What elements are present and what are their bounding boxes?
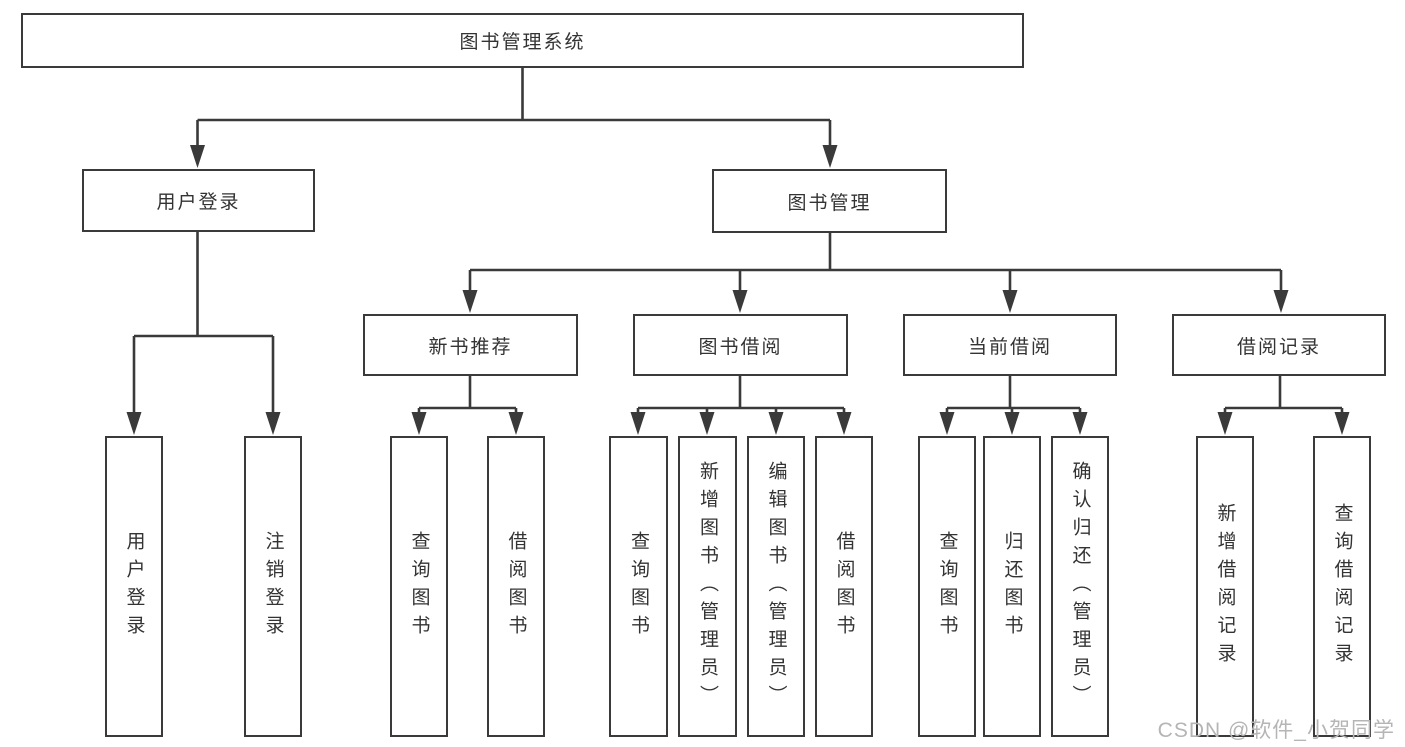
node-leaf-user-login: 用户登录 [105, 436, 163, 737]
node-user-login: 用户登录 [82, 169, 315, 232]
node-leaf-query-book-current: 查询图书 [918, 436, 976, 737]
node-label: 注销登录 [262, 530, 284, 643]
node-leaf-add-borrow-record: 新增借阅记录 [1196, 436, 1254, 737]
node-current-borrow: 当前借阅 [903, 314, 1117, 376]
node-label: 确认归还（管理员） [1069, 460, 1091, 713]
connector-book-management-to-level3 [462, 233, 1289, 313]
node-label: 编辑图书（管理员） [765, 460, 787, 713]
csdn-watermark: CSDN @软件_小贺同学 [1157, 719, 1395, 742]
node-label: 查询图书 [408, 530, 430, 643]
node-label: 新增图书（管理员） [697, 460, 718, 713]
node-leaf-confirm-return-admin: 确认归还（管理员） [1051, 436, 1109, 737]
node-label: 用户登录 [123, 530, 145, 643]
connector-root-to-level2 [190, 68, 838, 168]
node-label: 归还图书 [1001, 530, 1023, 643]
node-leaf-query-book-recommend: 查询图书 [390, 436, 448, 737]
node-leaf-return-book: 归还图书 [983, 436, 1041, 737]
node-label: 新书推荐 [428, 336, 513, 358]
node-label: 查询图书 [936, 530, 958, 643]
node-label: 当前借阅 [967, 336, 1052, 358]
node-label: 新增借阅记录 [1214, 502, 1236, 671]
node-leaf-borrow-book-recommend: 借阅图书 [487, 436, 545, 737]
node-leaf-query-borrow-record: 查询借阅记录 [1313, 436, 1371, 737]
node-book-management: 图书管理 [712, 169, 947, 233]
node-label: 借阅图书 [505, 530, 527, 643]
node-new-book-recommend: 新书推荐 [363, 314, 578, 376]
connector-current-borrow-to-leaves [939, 376, 1088, 435]
connector-user-login-to-leaves [126, 232, 281, 435]
connector-borrow-record-to-leaves [1217, 376, 1350, 435]
connector-new-book-recommend-to-leaves [411, 376, 524, 435]
node-label: 借阅图书 [833, 530, 855, 643]
node-label: 图书管理 [787, 192, 872, 214]
node-leaf-logout: 注销登录 [244, 436, 302, 737]
node-label: 图书借阅 [698, 336, 783, 358]
node-leaf-add-book-admin: 新增图书（管理员） [678, 436, 737, 737]
node-root-system: 图书管理系统 [21, 13, 1024, 68]
connector-book-borrow-to-leaves [630, 376, 852, 435]
node-label: 查询图书 [628, 530, 649, 643]
node-leaf-edit-book-admin: 编辑图书（管理员） [747, 436, 805, 737]
node-book-borrow: 图书借阅 [633, 314, 848, 376]
node-label: 用户登录 [156, 192, 241, 213]
node-borrow-record: 借阅记录 [1172, 314, 1386, 376]
node-label: 借阅记录 [1236, 336, 1321, 358]
node-label: 图书管理系统 [459, 32, 586, 53]
node-label: 查询借阅记录 [1331, 502, 1353, 671]
node-leaf-query-book-borrow: 查询图书 [609, 436, 668, 737]
node-leaf-borrow-book: 借阅图书 [815, 436, 873, 737]
